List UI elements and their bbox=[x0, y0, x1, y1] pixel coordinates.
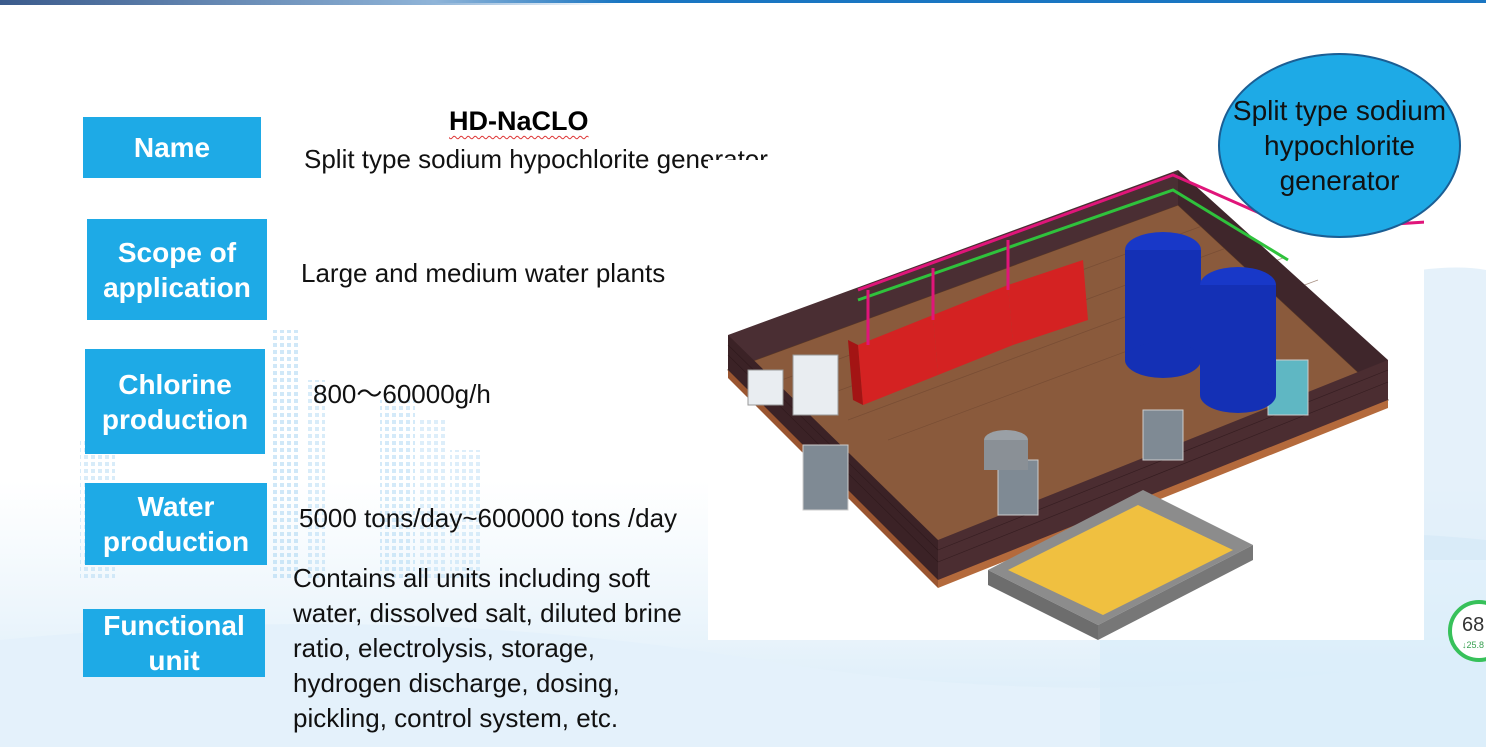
value-functional: Contains all units including soft water,… bbox=[293, 563, 682, 733]
storage-tanks bbox=[1125, 232, 1276, 413]
product-subtitle: Split type sodium hypochlorite generator bbox=[304, 144, 768, 174]
value-chlorine: 800～60000g/h bbox=[313, 379, 491, 409]
plant-room-illustration bbox=[708, 160, 1424, 640]
label-chlorine: Chlorine production bbox=[85, 349, 265, 454]
back-wall-right bbox=[1178, 170, 1388, 400]
door bbox=[802, 444, 849, 511]
value-water: 5000 tons/day~600000 tons /day bbox=[299, 503, 678, 533]
label-name: Name bbox=[83, 117, 261, 178]
value-scope: Large and medium water plants bbox=[301, 258, 666, 288]
label-water: Water production bbox=[85, 483, 267, 565]
top-accent-shadow bbox=[0, 0, 620, 5]
back-wall-left bbox=[728, 170, 1178, 370]
top-accent-line bbox=[0, 0, 1486, 3]
callout-ellipse: Split type sodium hypochlorite generator bbox=[1218, 53, 1461, 238]
generator-cabinets bbox=[848, 260, 1088, 405]
gauge-sub: ↓25.8 bbox=[1462, 640, 1485, 650]
product-model: HD-NaCLO bbox=[449, 106, 589, 136]
window-2 bbox=[1142, 409, 1184, 461]
label-scope: Scope of application bbox=[87, 219, 267, 320]
label-functional: Functional unit bbox=[83, 609, 265, 677]
outdoor-pool bbox=[988, 490, 1253, 640]
gauge-value: 68 bbox=[1462, 614, 1485, 636]
